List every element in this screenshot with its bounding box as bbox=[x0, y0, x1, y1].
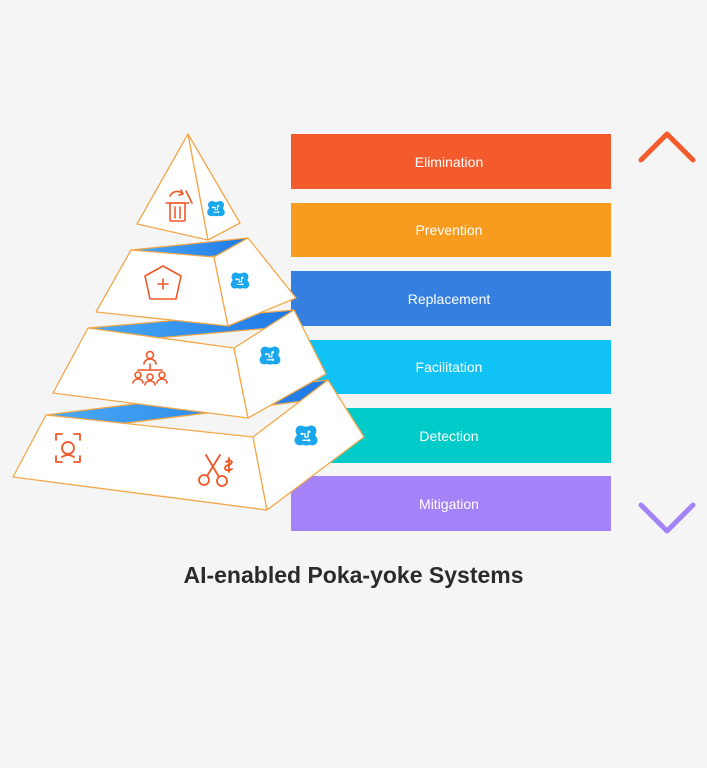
ai-brain-icon bbox=[293, 424, 319, 447]
bar-label: Facilitation bbox=[416, 359, 483, 375]
trash-can-icon bbox=[165, 189, 193, 222]
bar-label: Prevention bbox=[416, 222, 483, 238]
bar-label: Mitigation bbox=[419, 496, 479, 512]
pyramid-tier-2 bbox=[95, 237, 297, 327]
double-arrow-icon bbox=[638, 131, 696, 534]
diagram-title: AI-enabled Poka-yoke Systems bbox=[183, 562, 524, 588]
bar-label: Replacement bbox=[408, 291, 491, 307]
ai-brain-icon bbox=[230, 271, 250, 290]
bar-shape bbox=[291, 271, 611, 326]
level-bar-elimination: Elimination bbox=[291, 134, 611, 189]
bar-label: Elimination bbox=[415, 154, 483, 170]
bar-shape bbox=[291, 134, 611, 189]
pyramid-tier-3 bbox=[52, 309, 327, 419]
pyramid bbox=[12, 133, 365, 511]
bar-shape bbox=[291, 203, 611, 257]
level-bar-replacement: Replacement bbox=[291, 271, 611, 326]
level-bar-mitigation: Mitigation bbox=[291, 476, 611, 531]
level-bars: Elimination Prevention Replacement Facil… bbox=[291, 134, 611, 531]
bar-shape bbox=[291, 340, 611, 394]
face-scan-icon bbox=[55, 433, 81, 463]
pyramid-tier-1 bbox=[136, 133, 241, 241]
org-chart-icon bbox=[132, 350, 168, 386]
bar-label: Detection bbox=[419, 428, 478, 444]
pentagon-plus-icon bbox=[144, 265, 182, 300]
ai-brain-icon bbox=[258, 345, 282, 366]
ai-brain-icon bbox=[206, 200, 226, 217]
scissors-dollar-icon bbox=[198, 454, 233, 487]
level-bar-prevention: Prevention bbox=[291, 203, 611, 257]
level-bar-facilitation: Facilitation bbox=[291, 340, 611, 394]
bar-shape bbox=[291, 476, 611, 531]
